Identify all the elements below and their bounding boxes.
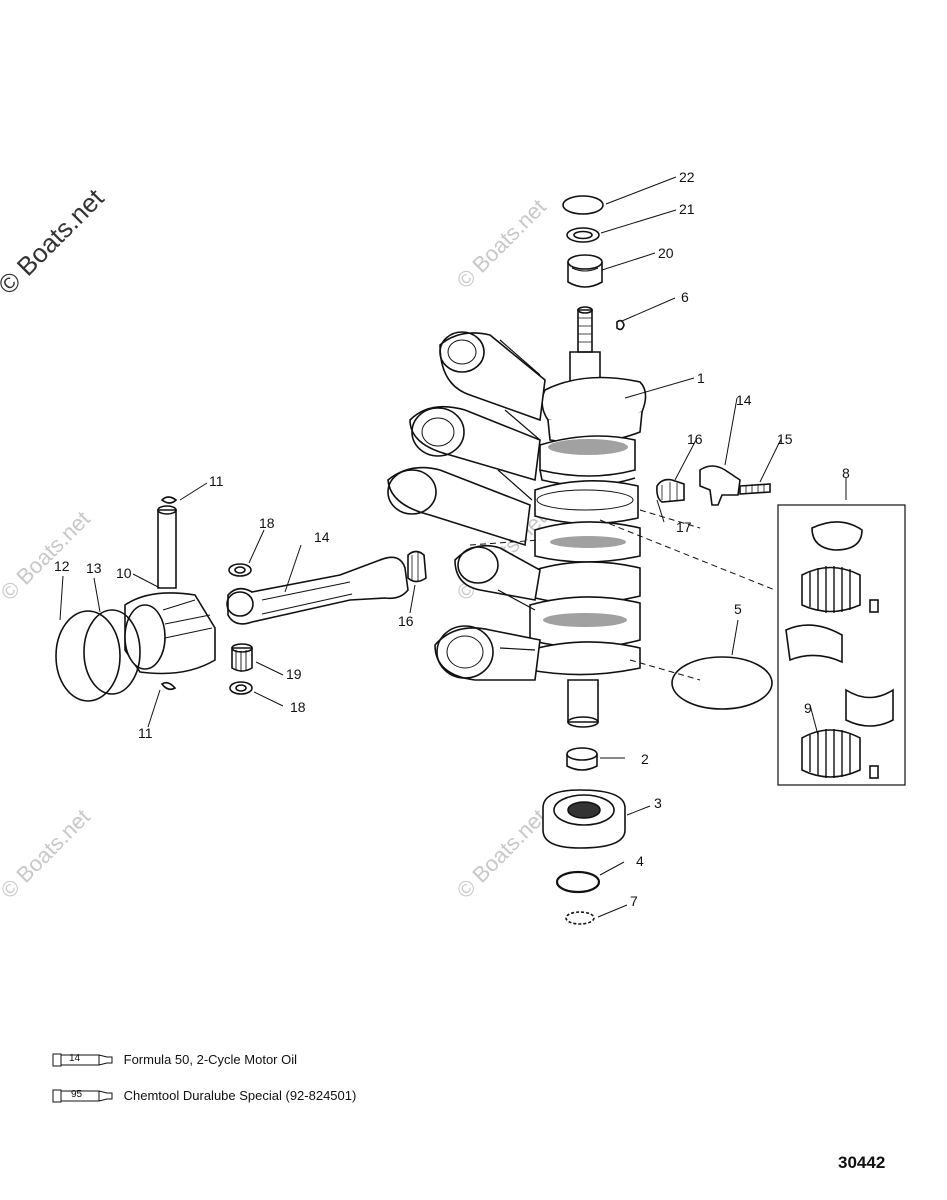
snap-ring-5: [671, 656, 773, 710]
lockring-11-lower: [160, 681, 177, 691]
leader-lines: [59, 176, 847, 918]
callout-22: 22: [679, 169, 695, 185]
bearing-shell-upper: [785, 624, 843, 664]
rod-cap-14: [699, 465, 741, 506]
bearing-shell-lower: [845, 688, 894, 727]
legend-text-14: Formula 50, 2-Cycle Motor Oil: [123, 1052, 298, 1068]
piston-ring-13: [83, 609, 141, 695]
ball-bearing-3: [542, 789, 626, 849]
callout-13: 13: [86, 560, 102, 576]
callout-16-right: 16: [687, 431, 703, 447]
seal-ring-22: [562, 195, 604, 215]
legend-item-14: 14 Formula 50, 2-Cycle Motor Oil: [52, 1051, 297, 1068]
callout-labels: 22 21 20 6 1 16 14 15 8 11 18 14 12 13 1…: [54, 169, 850, 909]
piston-ring-12: [55, 610, 121, 702]
callout-14-right: 14: [736, 392, 752, 408]
bearing-20: [567, 254, 603, 288]
bearing-cage-16-left: [407, 550, 427, 583]
callout-11-upper: 11: [209, 473, 224, 489]
piston: [124, 592, 216, 675]
seal-21: [566, 227, 600, 243]
crankshaft-1: [529, 306, 647, 728]
callout-21: 21: [679, 201, 695, 217]
callout-7: 7: [630, 893, 638, 909]
key-6: [616, 319, 625, 331]
lubricant-code-95: 95: [71, 1088, 83, 1100]
bearing-kit-box: [777, 504, 906, 786]
callout-3: 3: [654, 795, 662, 811]
callout-5: 5: [734, 601, 742, 617]
callout-8: 8: [842, 465, 850, 481]
washer-18-upper: [228, 563, 252, 577]
callout-10: 10: [116, 565, 132, 581]
dashed-leaders: [469, 509, 776, 681]
callout-19: 19: [286, 666, 302, 682]
retaining-ring-4: [555, 870, 601, 894]
needle-bearing-19: [231, 643, 253, 672]
roller-bearing-lower-9: [801, 729, 879, 779]
callout-4: 4: [636, 853, 644, 869]
bearing-cage-16-17: [656, 478, 685, 503]
retaining-ring-8: [811, 521, 863, 551]
lockring-11-upper: [160, 496, 178, 504]
callout-11-lower: 11: [138, 725, 153, 741]
callout-15: 15: [777, 431, 793, 447]
washer-7: [565, 911, 595, 925]
callout-16-left: 16: [398, 613, 414, 629]
callout-17: 17: [676, 519, 692, 535]
callout-2: 2: [641, 751, 649, 767]
roller-bearing-upper: [801, 566, 879, 613]
diagram-reference-number: 30442: [838, 1153, 886, 1172]
legend-item-95: 95 Chemtool Duralube Special (92-824501): [52, 1087, 356, 1104]
callout-6: 6: [681, 289, 689, 305]
callout-18-upper: 18: [259, 515, 275, 531]
callout-20: 20: [658, 245, 674, 261]
callout-18-lower: 18: [290, 699, 306, 715]
lubricant-tube-icon: 95: [52, 1088, 114, 1104]
connecting-rod-14: [226, 556, 409, 625]
legend-text-95: Chemtool Duralube Special (92-824501): [123, 1088, 357, 1104]
piston-pin-10: [157, 505, 177, 589]
lubricant-code-14: 14: [69, 1052, 81, 1064]
screw-15: [739, 483, 771, 495]
cylinder-assembly: [387, 331, 546, 681]
sleeve-2: [566, 747, 598, 771]
callout-1: 1: [697, 370, 705, 386]
callout-12: 12: [54, 558, 70, 574]
lubricant-tube-icon: 14: [52, 1052, 114, 1068]
washer-18-lower: [229, 681, 253, 695]
callout-9: 9: [804, 700, 812, 716]
callout-14-left: 14: [314, 529, 330, 545]
